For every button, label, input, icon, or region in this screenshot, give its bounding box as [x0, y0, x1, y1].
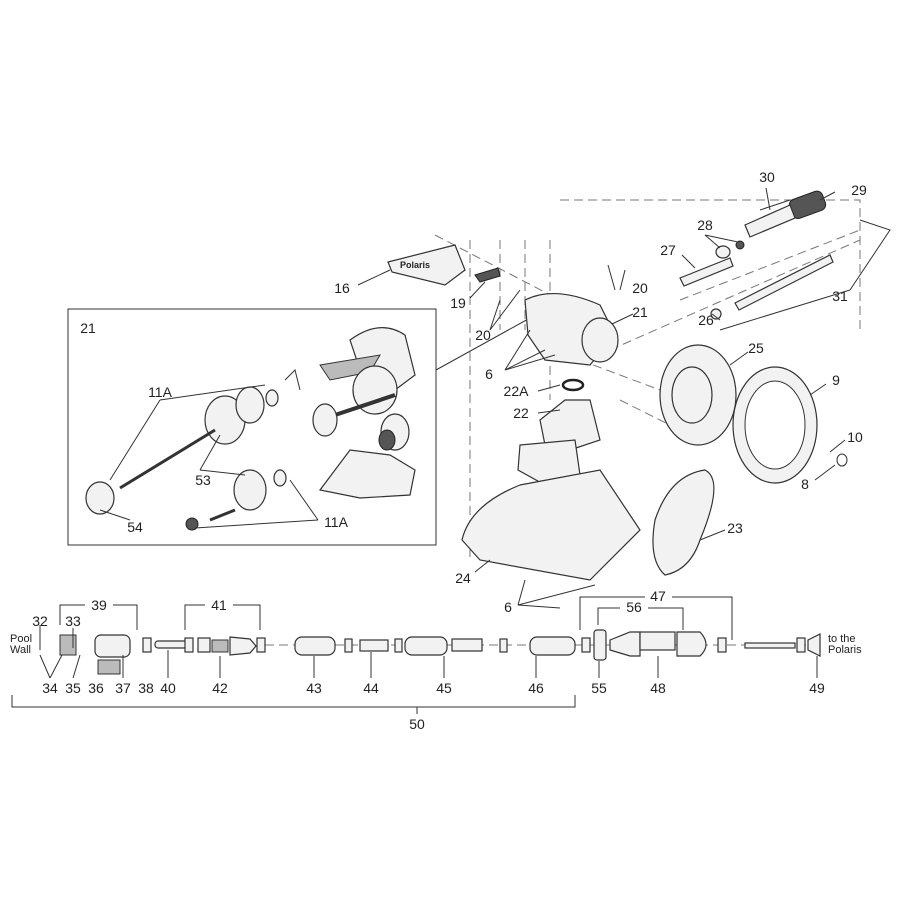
assembly-guides [434, 199, 861, 560]
label-8: 8 [801, 476, 809, 492]
label-41: 41 [211, 597, 227, 613]
label-29: 29 [851, 182, 867, 198]
label-26: 26 [698, 312, 714, 328]
label-55: 55 [591, 680, 607, 696]
label-27: 27 [660, 242, 676, 258]
label-11a: 11A [148, 384, 173, 400]
label-32: 32 [32, 613, 48, 629]
label-53: 53 [195, 472, 211, 488]
label-47: 47 [650, 588, 666, 604]
label-31: 31 [832, 288, 848, 304]
label-21: 21 [632, 304, 648, 320]
label-24: 24 [455, 570, 471, 586]
polaris-logo: Polaris [400, 260, 430, 270]
main-parts: Polaris [387, 190, 848, 581]
label-42: 42 [212, 680, 228, 696]
inset-parts [85, 327, 416, 531]
label-22: 22 [513, 405, 529, 421]
label-36: 36 [88, 680, 104, 696]
label-9: 9 [832, 372, 840, 388]
bracket-lines [11, 596, 818, 714]
label-28: 28 [697, 217, 713, 233]
label-46: 46 [528, 680, 544, 696]
part-23-grate [652, 469, 715, 576]
label-43: 43 [306, 680, 322, 696]
label-20: 20 [475, 327, 491, 343]
label-50: 50 [409, 716, 425, 732]
label-6: 6 [485, 366, 493, 382]
label-6: 6 [504, 599, 512, 615]
label-40: 40 [160, 680, 176, 696]
label-25: 25 [748, 340, 764, 356]
label-35: 35 [65, 680, 81, 696]
inset-box [67, 308, 437, 546]
leader-lines [99, 187, 891, 609]
label-48: 48 [650, 680, 666, 696]
label-34: 34 [42, 680, 58, 696]
label-39: 39 [91, 597, 107, 613]
label-22a: 22A [504, 383, 530, 399]
label-38: 38 [138, 680, 154, 696]
to-polaris-label: Polaris [828, 644, 862, 656]
label-37: 37 [115, 680, 131, 696]
part-16-bumper [387, 244, 466, 286]
pool-wall-label: Pool [10, 633, 32, 645]
label-49: 49 [809, 680, 825, 696]
label-16: 16 [334, 280, 350, 296]
pool-wall-label: Wall [10, 644, 31, 656]
label-10: 10 [847, 429, 863, 445]
hose-assembly [59, 629, 821, 675]
label-20: 20 [632, 280, 648, 296]
label-33: 33 [65, 613, 81, 629]
part-24-base [461, 469, 641, 581]
label-11a: 11A [324, 514, 349, 530]
label-54: 54 [127, 519, 143, 535]
label-21-inset: 21 [80, 320, 96, 336]
label-44: 44 [363, 680, 379, 696]
part-labels: 30 29 28 27 20 16 19 21 20 26 31 21 25 6… [10, 169, 867, 732]
label-56: 56 [626, 599, 642, 615]
label-30: 30 [759, 169, 775, 185]
inset-pointer [435, 317, 531, 371]
label-45: 45 [436, 680, 452, 696]
label-19: 19 [450, 295, 466, 311]
to-polaris-label: to the [828, 633, 856, 645]
label-23: 23 [727, 520, 743, 536]
